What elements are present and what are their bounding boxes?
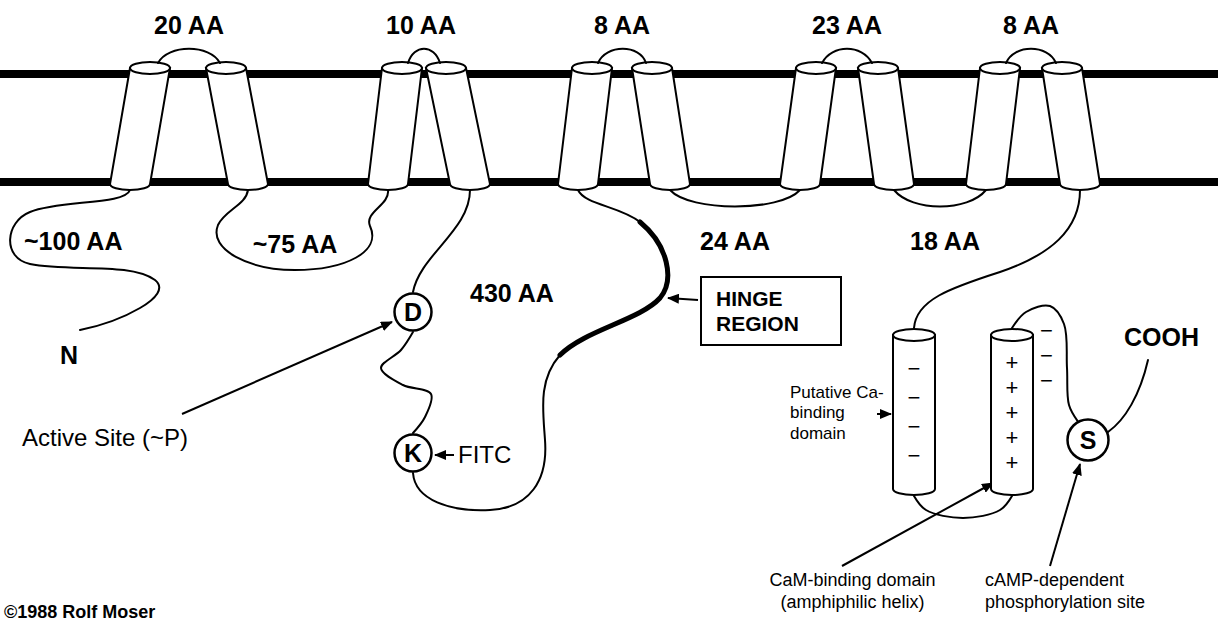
helix-body [426,68,490,190]
chain-connector [914,496,1012,518]
cytoplasmic-loop [670,190,800,207]
helix-top [1042,62,1082,74]
circle-outline [395,435,432,472]
charge-sign: − [1040,318,1053,344]
helix-body [110,68,170,190]
chain-group [10,49,1148,510]
circle-outline [1068,420,1109,461]
node-text: HINGE REGION [716,286,826,336]
residue-count: 10 AA [386,10,456,40]
c-terminal-chain [914,190,1080,328]
domain-annotation: Putative Ca-binding domain [790,383,885,444]
helix-body [632,68,690,190]
residue-circle: S [1066,418,1110,462]
cylinder-body [893,335,935,495]
membrane-line [0,178,1218,186]
circle-outline [395,294,432,331]
terminus-label: N [60,340,78,370]
cytoplasmic-loop [894,190,986,207]
hinge-segment [560,222,668,355]
helix-top [130,62,170,74]
cytoplasmic-chain [413,190,668,510]
residue-circle: K [393,433,433,473]
helix-top [426,62,466,74]
residue-count: 18 AA [910,226,980,256]
leader-arrow [435,454,454,456]
residue-circle: D [393,292,433,332]
node-body: − − − − [892,328,936,496]
node-text: S [1080,428,1097,453]
chain-connector [381,332,432,433]
extracellular-loop [822,49,872,63]
node-body: S [1066,418,1110,462]
c-terminal-chain [1108,360,1148,432]
helix-top [980,62,1020,74]
helix-top [632,62,672,74]
helix-body [368,68,422,190]
residue-count: 8 AA [1003,10,1059,40]
helix-top [206,62,246,74]
node-body: + + + + + [990,328,1034,496]
cylinder-top [991,329,1033,341]
extracellular-loop [158,49,220,63]
helix-top [796,62,836,74]
residue-count: ~100 AA [24,226,122,256]
extracellular-loop [408,49,440,63]
residue-count: 23 AA [812,10,882,40]
extracellular-loop [1006,49,1056,63]
residue-count: 24 AA [700,226,770,256]
leader-arrow [668,298,698,300]
leader-arrow [877,413,891,415]
helix-top [572,62,612,74]
helix-top [858,62,898,74]
site-annotation: FITC [458,441,511,470]
charge-sign: − [1040,368,1053,394]
helix-body [858,68,914,190]
helix-body [966,68,1020,190]
extracellular-loop [598,49,646,63]
helix-cylinder: + + + + + [990,328,1034,496]
terminus-label: COOH [1124,322,1199,352]
callout-box: HINGE REGION [700,276,842,346]
cytoplasmic-chain [413,190,470,292]
leader-group [182,298,1080,566]
helix-body [206,68,268,190]
residue-count: 430 AA [470,278,554,308]
cytoplasmic-loop [217,190,389,270]
domain-annotation: CaM-binding domain (amphiphilic helix) [765,570,940,613]
helix-group [110,62,1100,190]
helix-cylinder: − − − − [892,328,936,496]
helix-body [780,68,836,190]
node-text: K [404,441,422,466]
cylinder-top [893,329,935,341]
node-text: + + + + + [1001,350,1023,475]
node-text: − − − − [903,354,925,470]
residue-count: 20 AA [154,10,224,40]
leader-arrow [1050,464,1080,566]
residue-count: ~75 AA [253,229,338,259]
copyright-note: ©1988 Rolf Moser [4,602,155,624]
cylinder-body [991,335,1033,495]
helix-body [558,68,612,190]
site-annotation: Active Site (~P) [22,424,188,453]
site-annotation: cAMP-dependent phosphorylation site [985,570,1200,613]
node-outline [892,328,936,496]
node-body: K [393,433,433,473]
n-terminal-chain [10,190,159,330]
node-body: D [393,292,433,332]
node-text: D [404,300,422,325]
helix-top [382,62,422,74]
residue-count: 8 AA [594,10,650,40]
helix-body [1042,68,1100,190]
leader-arrow [182,322,392,414]
charge-sign: − [1040,343,1053,369]
